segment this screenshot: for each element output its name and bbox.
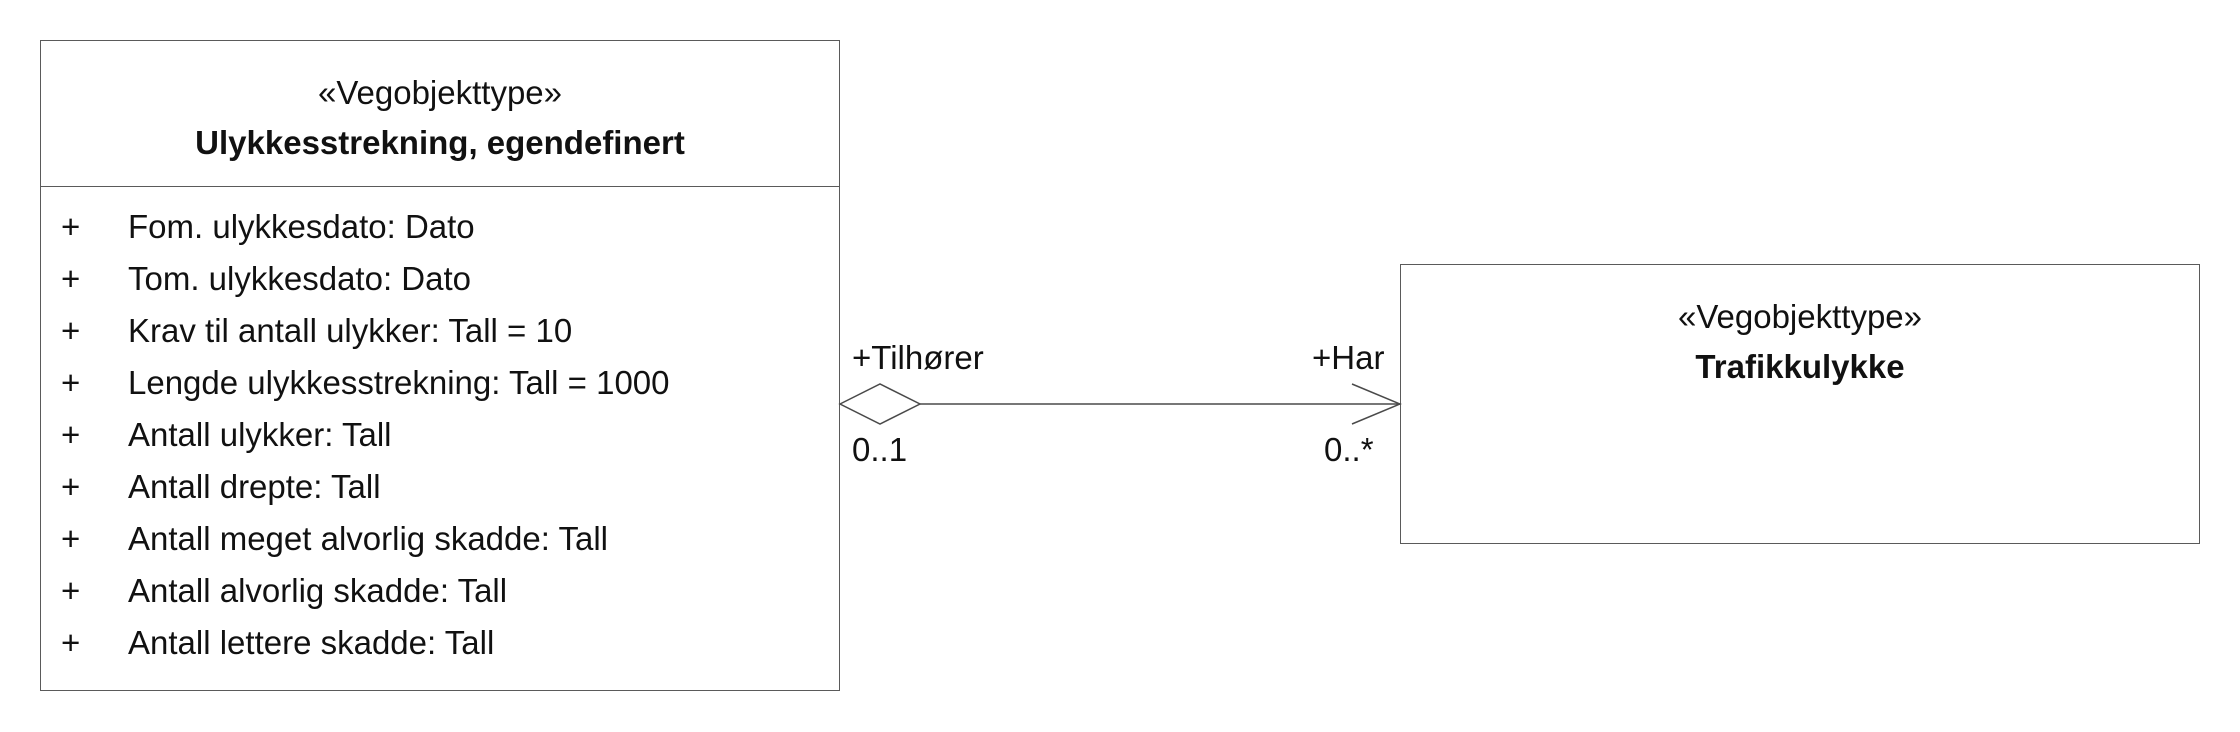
attribute-visibility: + [61, 364, 81, 401]
class-name: Trafikkulykke [1695, 348, 1905, 385]
attribute-visibility: + [61, 624, 81, 661]
target-multiplicity-label: 0..* [1324, 431, 1374, 468]
attribute-row: + Tom. ulykkesdato: Dato [41, 253, 839, 305]
attribute-visibility: + [61, 468, 81, 505]
attribute-text: Antall ulykker: Tall [128, 416, 392, 453]
attribute-visibility: + [61, 260, 81, 297]
attribute-row: + Antall meget alvorlig skadde: Tall [41, 513, 839, 565]
class-header: «Vegobjekttype» Trafikkulykke [1401, 265, 2199, 392]
source-multiplicity-label: 0..1 [852, 431, 908, 468]
attribute-row: + Antall lettere skadde: Tall [41, 617, 839, 669]
attribute-text: Antall meget alvorlig skadde: Tall [128, 520, 608, 557]
attribute-visibility: + [61, 520, 81, 557]
source-role-label: +Tilhører [852, 339, 984, 376]
attribute-visibility: + [61, 312, 81, 349]
class-stereotype: «Vegobjekttype» [317, 74, 563, 111]
attribute-row: + Antall drepte: Tall [41, 461, 839, 513]
attribute-visibility: + [61, 572, 81, 609]
attribute-text: Antall drepte: Tall [128, 468, 381, 505]
open-arrow-icon [1351, 383, 1402, 425]
class-ulykkesstrekning[interactable]: «Vegobjekttype» Ulykkesstrekning, egende… [40, 40, 840, 691]
attribute-text: Lengde ulykkesstrekning: Tall = 1000 [128, 364, 670, 401]
attribute-row: + Antall ulykker: Tall [41, 409, 839, 461]
attribute-row: + Lengde ulykkesstrekning: Tall = 1000 [41, 357, 839, 409]
attribute-visibility: + [61, 416, 81, 453]
class-name: Ulykkesstrekning, egendefinert [195, 124, 685, 161]
attribute-row: + Krav til antall ulykker: Tall = 10 [41, 305, 839, 357]
attribute-text: Antall lettere skadde: Tall [128, 624, 495, 661]
attribute-row: + Fom. ulykkesdato: Dato [41, 201, 839, 253]
aggregation-diamond-icon [838, 383, 922, 425]
class-stereotype: «Vegobjekttype» [1677, 298, 1923, 335]
attribute-list: + Fom. ulykkesdato: Dato + Tom. ulykkesd… [41, 187, 839, 669]
attribute-text: Krav til antall ulykker: Tall = 10 [128, 312, 573, 349]
target-role-label: +Har [1312, 339, 1385, 376]
class-header: «Vegobjekttype» Ulykkesstrekning, egende… [41, 41, 839, 187]
attribute-row: + Antall alvorlig skadde: Tall [41, 565, 839, 617]
class-trafikkulykke[interactable]: «Vegobjekttype» Trafikkulykke [1400, 264, 2200, 544]
attribute-visibility: + [61, 208, 81, 245]
attribute-text: Tom. ulykkesdato: Dato [128, 260, 471, 297]
attribute-text: Antall alvorlig skadde: Tall [128, 572, 508, 609]
attribute-text: Fom. ulykkesdato: Dato [128, 208, 475, 245]
